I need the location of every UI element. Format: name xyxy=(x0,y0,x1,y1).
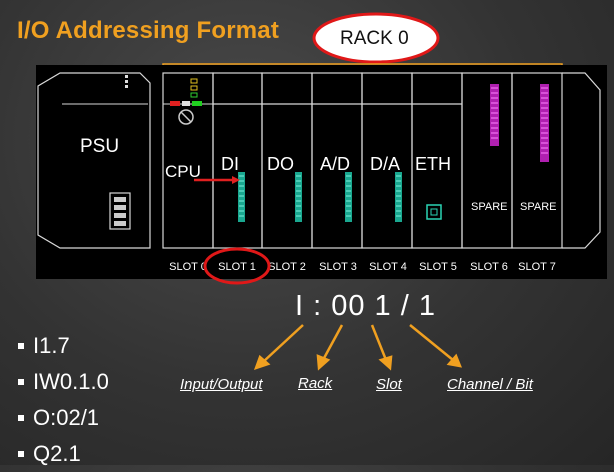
list-item: I1.7 xyxy=(18,328,109,364)
slot1-highlight-ring xyxy=(203,247,271,285)
list-item: Q2.1 xyxy=(18,436,109,472)
rack-format-label: Rack xyxy=(298,375,333,392)
address-format: I : 00 1 / 1 xyxy=(295,290,436,322)
bullet-icon xyxy=(18,343,24,349)
address-examples: I1.7 IW0.1.0 O:02/1 Q2.1 xyxy=(18,328,109,472)
slot-label: SLOT 1 xyxy=(218,261,256,273)
rack-label: RACK 0 xyxy=(340,28,409,49)
da-label: D/A xyxy=(370,154,400,174)
spare-terminals xyxy=(490,84,549,162)
slot-label: SLOT 7 xyxy=(518,261,556,273)
slot-label: SLOT 6 xyxy=(470,261,508,273)
bullet-icon xyxy=(18,379,24,385)
di-label: DI xyxy=(221,154,239,174)
list-item: IW0.1.0 xyxy=(18,364,109,400)
cpu-label: CPU xyxy=(165,162,201,181)
io-format-label: Input/Output xyxy=(180,376,263,393)
io-terminals xyxy=(238,172,402,222)
slot-label: SLOT 3 xyxy=(319,261,357,273)
slot-label: SLOT 4 xyxy=(369,261,407,273)
bullet-icon xyxy=(18,451,24,457)
spare-module-2 xyxy=(511,72,563,249)
psu-label: PSU xyxy=(80,136,119,157)
spare-label-2: SPARE xyxy=(520,201,556,213)
ad-label: A/D xyxy=(320,154,350,174)
slot-label: SLOT 2 xyxy=(268,261,306,273)
bullet-icon xyxy=(18,415,24,421)
do-label: DO xyxy=(267,154,294,174)
list-item: O:02/1 xyxy=(18,400,109,436)
spare-label-1: SPARE xyxy=(471,201,507,213)
psu-terminal-block xyxy=(109,192,131,230)
psu-module xyxy=(37,72,151,249)
rack-highlight-ring xyxy=(312,12,440,64)
eth-label: ETH xyxy=(415,154,451,174)
page-title: I/O Addressing Format xyxy=(17,17,280,44)
format-arrows xyxy=(253,324,462,371)
channel-format-label: Channel / Bit xyxy=(447,376,533,393)
slot-label: SLOT 0 xyxy=(169,261,207,273)
slot-label: SLOT 5 xyxy=(419,261,457,273)
slot-format-label: Slot xyxy=(376,376,402,393)
ethernet-port-icon xyxy=(426,204,442,220)
